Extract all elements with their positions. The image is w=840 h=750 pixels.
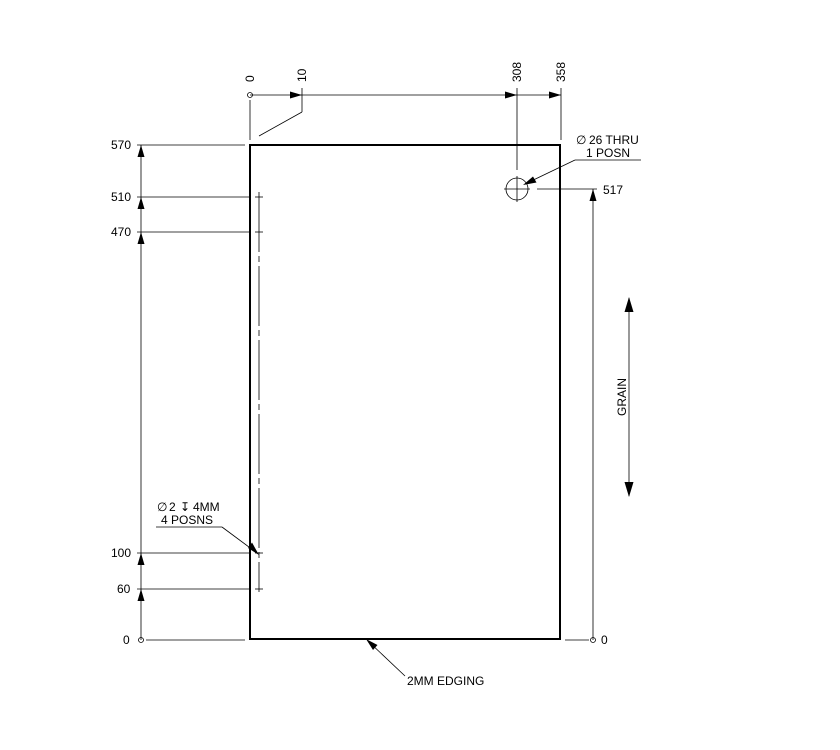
large-hole-label-line2: 1 POSN (586, 146, 630, 160)
dim-right-517: 517 (603, 183, 623, 197)
dim-left-470: 470 (111, 225, 131, 239)
dim-left-100: 100 (111, 546, 131, 560)
dim-left-510: 510 (111, 190, 131, 204)
diameter-symbol-large: ∅ (576, 133, 586, 147)
small-hole-label-line2: 4 POSNS (161, 513, 213, 527)
large-hole-label-line1: 26 THRU (589, 133, 639, 147)
edging-label: 2MM EDGING (407, 674, 484, 688)
large-hole-leader (523, 159, 641, 185)
depth-symbol: ↧ (180, 500, 190, 514)
small-hole-depth: 4MM (193, 500, 220, 514)
dim-right-0: 0 (601, 633, 608, 647)
diameter-symbol-small: ∅ (157, 500, 167, 514)
dim-left-570: 570 (111, 138, 131, 152)
large-hole (504, 176, 530, 202)
left-dimension-line (137, 144, 250, 643)
dim-top-0: 0 (243, 75, 257, 82)
dim-top-10: 10 (295, 68, 309, 82)
dim-top-308: 308 (510, 62, 524, 82)
right-dimension-line (537, 188, 597, 643)
top-dimension-line (247, 88, 562, 170)
panel-outline (249, 144, 561, 640)
edging-leader (366, 639, 406, 677)
grain-arrow (624, 297, 634, 497)
grain-label: GRAIN (615, 378, 629, 416)
small-hole-leader (156, 526, 259, 555)
small-hole-label-line1: 2 (169, 500, 176, 514)
dim-top-358: 358 (554, 62, 568, 82)
dim-left-0: 0 (123, 633, 130, 647)
dim-left-60: 60 (117, 582, 131, 596)
